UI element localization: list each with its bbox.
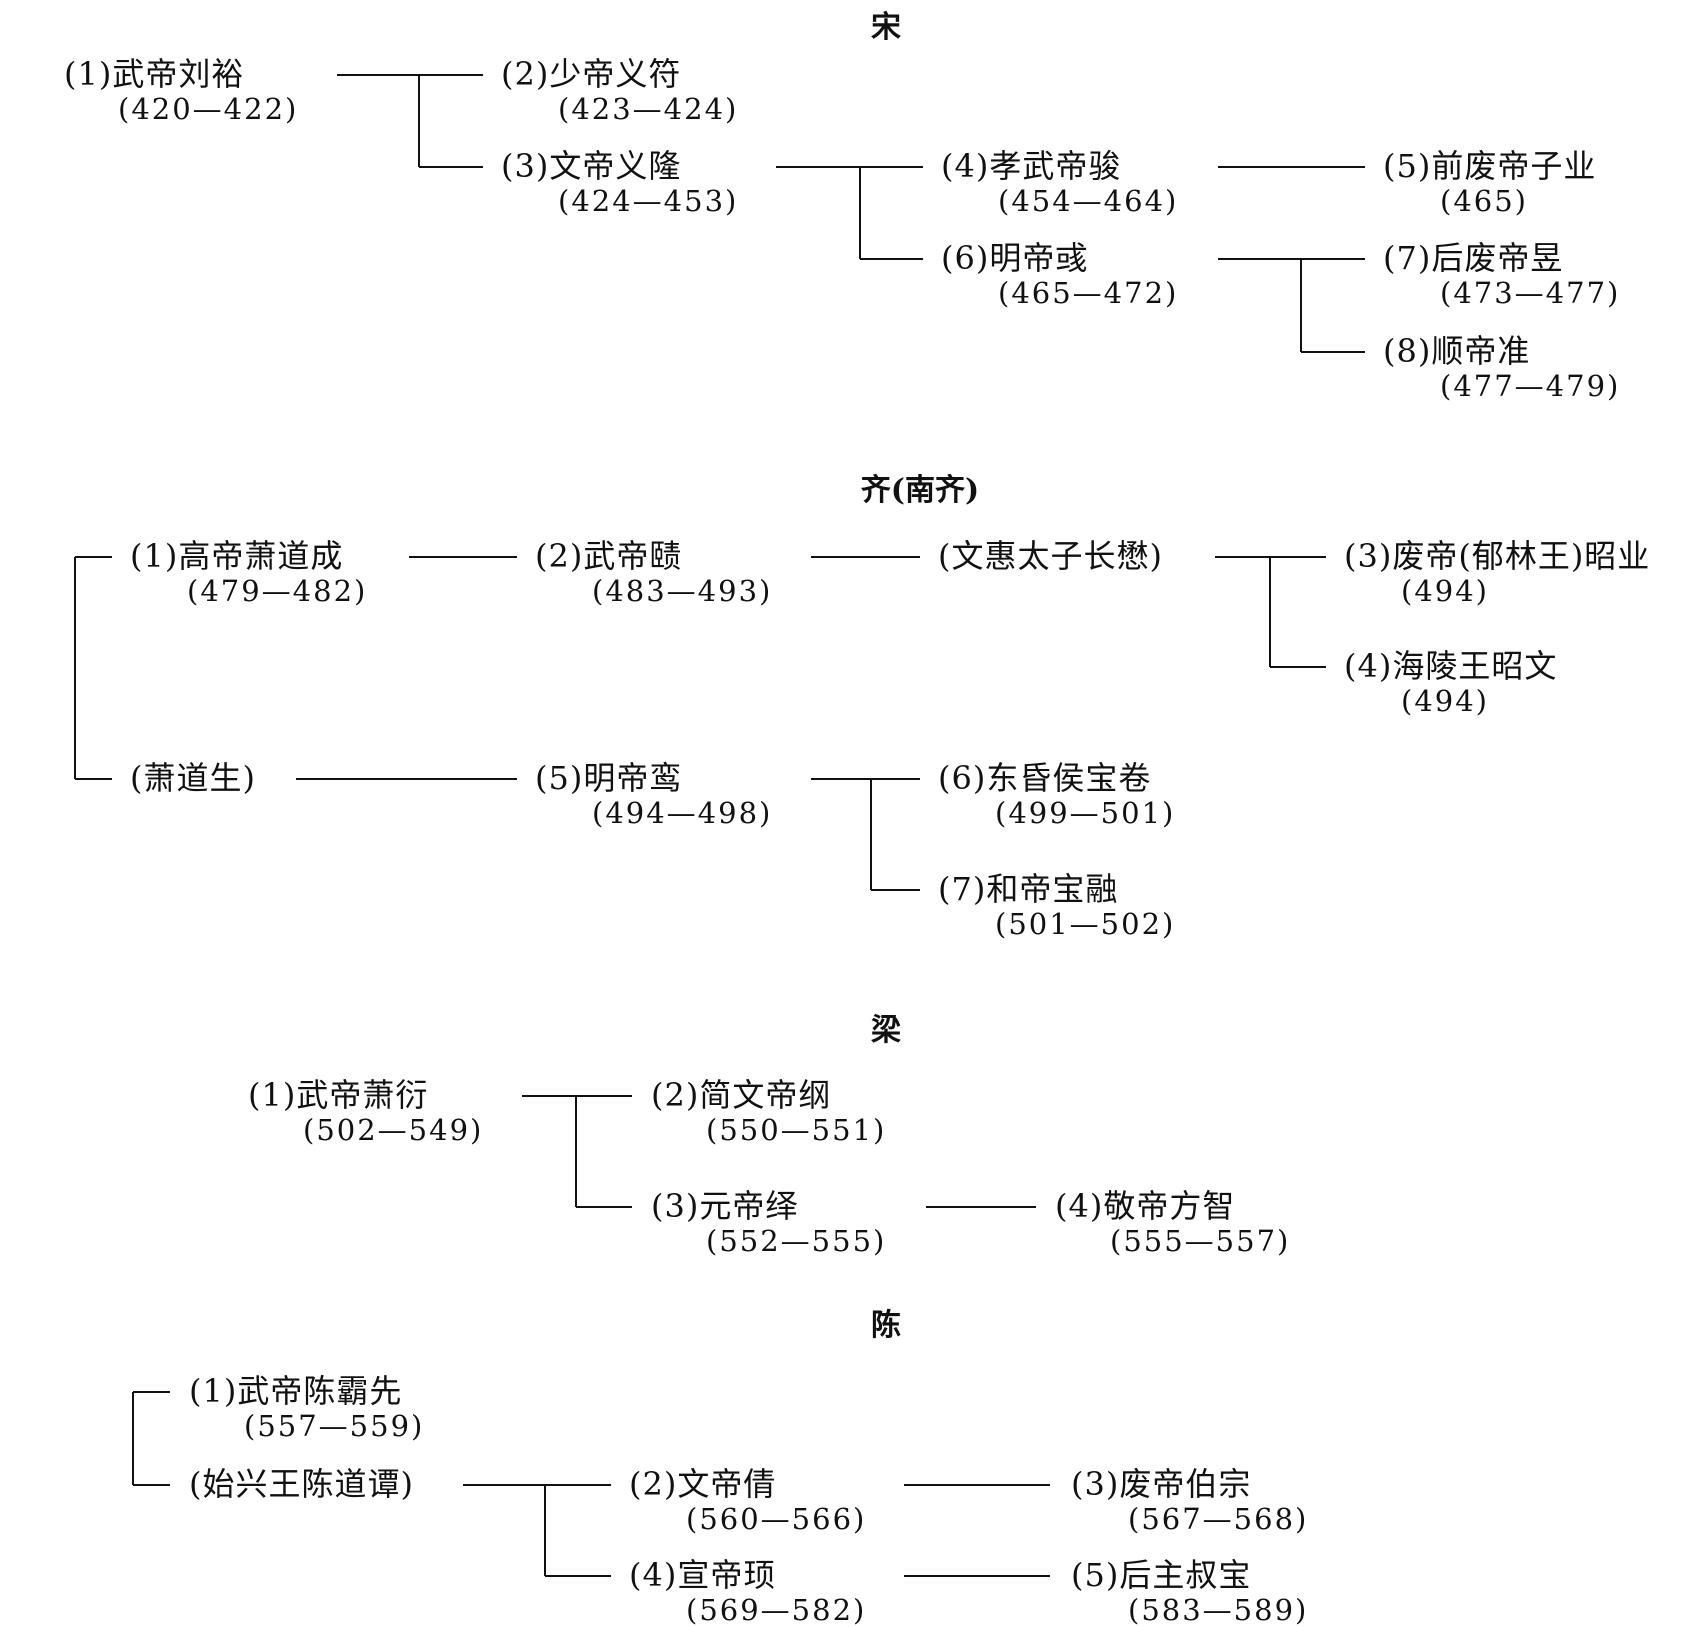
reign-years: (560—566) — [686, 1502, 867, 1536]
ruler-name: (5)前废帝子业 — [1383, 147, 1597, 185]
reign-years: (557—559) — [244, 1409, 425, 1443]
reign-years: (465) — [1440, 184, 1528, 218]
node-song-2: (2)少帝义符 (423—424) — [501, 56, 738, 126]
node-qi-5: (5)明帝鸾 (494—498) — [535, 760, 772, 830]
node-liang-3: (3)元帝绎 (552—555) — [651, 1188, 886, 1258]
ruler-name: (2)简文帝纲 — [651, 1076, 832, 1114]
reign-years: (552—555) — [706, 1224, 887, 1258]
ruler-name: (4)海陵王昭文 — [1344, 647, 1558, 685]
reign-years: (420—422) — [118, 92, 299, 126]
reign-years: (483—493) — [592, 574, 773, 608]
node-qi-wenhui: (文惠太子长懋) — [938, 538, 1163, 574]
ruler-name: (1)武帝陈霸先 — [189, 1372, 403, 1410]
ruler-name: (4)孝武帝骏 — [941, 147, 1122, 185]
node-song-5: (5)前废帝子业 (465) — [1383, 148, 1596, 218]
ruler-name: (6)东昏侯宝卷 — [938, 759, 1152, 797]
dynasty-title-chen: 陈 — [871, 1308, 901, 1343]
node-chen-1: (1)武帝陈霸先 (557—559) — [189, 1373, 424, 1443]
ruler-name: (7)后废帝昱 — [1383, 239, 1564, 277]
reign-years: (569—582) — [686, 1593, 867, 1627]
reign-years: (494—498) — [592, 796, 773, 830]
node-song-1: (1)武帝刘裕 (420—422) — [64, 56, 298, 126]
node-qi-4: (4)海陵王昭文 (494) — [1344, 648, 1557, 718]
ruler-name: (7)和帝宝融 — [938, 870, 1119, 908]
ruler-name: (2)文帝倩 — [629, 1465, 777, 1503]
reign-years: (494) — [1401, 684, 1489, 718]
node-liang-2: (2)简文帝纲 (550—551) — [651, 1077, 886, 1147]
reign-years: (499—501) — [995, 796, 1176, 830]
dynasty-title-qi: 齐(南齐) — [860, 473, 980, 508]
node-qi-3: (3)废帝(郁林王)昭业 (494) — [1344, 538, 1650, 608]
node-liang-4: (4)敬帝方智 (555—557) — [1055, 1188, 1290, 1258]
reign-years: (477—479) — [1440, 369, 1621, 403]
ruler-name: (3)废帝伯宗 — [1071, 1465, 1252, 1503]
node-chen-2: (2)文帝倩 (560—566) — [629, 1466, 866, 1536]
reign-years: (555—557) — [1110, 1224, 1291, 1258]
ruler-name: (3)文帝义隆 — [501, 147, 682, 185]
reign-years: (567—568) — [1128, 1502, 1309, 1536]
ruler-name: (5)后主叔宝 — [1071, 1556, 1252, 1594]
ruler-name: (3)元帝绎 — [651, 1187, 799, 1225]
reign-years: (502—549) — [303, 1113, 484, 1147]
reign-years: (454—464) — [998, 184, 1179, 218]
node-song-3: (3)文帝义隆 (424—453) — [501, 148, 738, 218]
ruler-name: (4)敬帝方智 — [1055, 1187, 1236, 1225]
node-chen-daotan: (始兴王陈道谭) — [189, 1466, 414, 1502]
reign-years: (494) — [1401, 574, 1489, 608]
ruler-name: (6)明帝彧 — [941, 239, 1089, 277]
node-song-8: (8)顺帝准 (477—479) — [1383, 333, 1620, 403]
node-chen-3: (3)废帝伯宗 (567—568) — [1071, 1466, 1308, 1536]
node-qi-6: (6)东昏侯宝卷 (499—501) — [938, 760, 1175, 830]
node-chen-4: (4)宣帝顼 (569—582) — [629, 1557, 866, 1627]
node-liang-1: (1)武帝萧衍 (502—549) — [248, 1077, 483, 1147]
node-qi-2: (2)武帝赜 (483—493) — [535, 538, 772, 608]
reign-years: (473—477) — [1440, 276, 1621, 310]
ancestor-name: (文惠太子长懋) — [938, 537, 1163, 575]
node-qi-1: (1)高帝萧道成 (479—482) — [130, 538, 367, 608]
ruler-name: (3)废帝(郁林王)昭业 — [1344, 537, 1651, 575]
node-song-6: (6)明帝彧 (465—472) — [941, 240, 1178, 310]
ruler-name: (2)武帝赜 — [535, 537, 683, 575]
node-song-4: (4)孝武帝骏 (454—464) — [941, 148, 1178, 218]
reign-years: (423—424) — [558, 92, 739, 126]
dynasty-title-song: 宋 — [871, 10, 901, 45]
node-song-7: (7)后废帝昱 (473—477) — [1383, 240, 1620, 310]
reign-years: (465—472) — [998, 276, 1179, 310]
ruler-name: (1)高帝萧道成 — [130, 537, 344, 575]
reign-years: (501—502) — [995, 907, 1176, 941]
node-qi-7: (7)和帝宝融 (501—502) — [938, 871, 1175, 941]
reign-years: (479—482) — [187, 574, 368, 608]
node-qi-daosheng: (萧道生) — [130, 760, 256, 796]
ruler-name: (5)明帝鸾 — [535, 759, 683, 797]
ancestor-name: (萧道生) — [130, 759, 256, 797]
ruler-name: (2)少帝义符 — [501, 55, 682, 93]
reign-years: (550—551) — [706, 1113, 887, 1147]
ruler-name: (1)武帝萧衍 — [248, 1076, 429, 1114]
ruler-name: (8)顺帝准 — [1383, 332, 1531, 370]
reign-years: (583—589) — [1128, 1593, 1309, 1627]
ruler-name: (1)武帝刘裕 — [64, 55, 245, 93]
reign-years: (424—453) — [558, 184, 739, 218]
ruler-name: (4)宣帝顼 — [629, 1556, 777, 1594]
ancestor-name: (始兴王陈道谭) — [189, 1465, 414, 1503]
dynasty-title-liang: 梁 — [871, 1013, 901, 1048]
node-chen-5: (5)后主叔宝 (583—589) — [1071, 1557, 1308, 1627]
